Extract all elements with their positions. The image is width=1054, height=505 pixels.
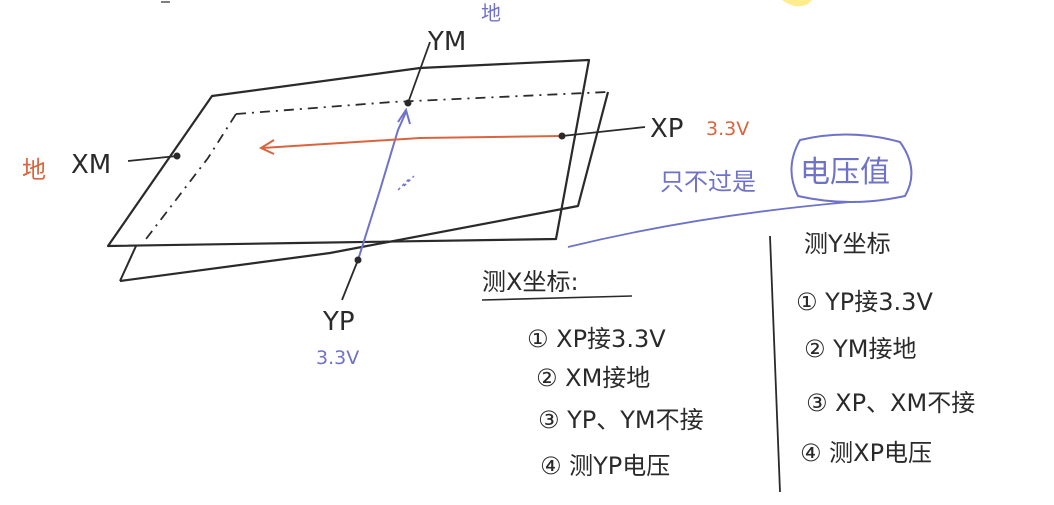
measure-x-title: 测X坐标: [482, 268, 579, 296]
callout-underline [567, 201, 851, 248]
xm-note: 地 [22, 156, 46, 184]
xp-label: XP [650, 114, 684, 144]
ym-contact [404, 99, 412, 107]
x-current-arrow [261, 135, 563, 149]
xp-contact [558, 132, 566, 140]
callout-prefix: 只不过是 [660, 168, 756, 196]
hidden-edge-left [145, 113, 237, 240]
ym-note: 地 [481, 1, 501, 25]
bottom-plate-left-edge [119, 245, 137, 282]
y-current-arrow [357, 111, 407, 261]
measure-y-title: 测Y坐标 [804, 230, 891, 258]
hidden-edge-top [235, 91, 608, 115]
xp-note: 3.3V [706, 118, 749, 140]
measure-x-step-2: ② XM接地 [536, 364, 650, 392]
y-current-arrowhead [397, 107, 411, 125]
bottom-plate [119, 91, 610, 283]
yp-note: 3.3V [316, 347, 359, 369]
measure-y-step-2: ② YM接地 [804, 335, 917, 363]
ym-label: YM [427, 27, 466, 57]
column-divider [769, 235, 781, 493]
x-current-arrowhead [258, 139, 275, 155]
callout-boxed: 电压值 [800, 155, 890, 190]
xp-wire [561, 126, 646, 137]
ym-wire [407, 41, 431, 104]
xm-contact [173, 152, 181, 160]
xm-wire [127, 155, 178, 162]
measure-x-step-1: ① XP接3.3V [527, 325, 666, 353]
yp-label: YP [322, 307, 355, 337]
callout-circle [790, 133, 913, 203]
probe-mark [397, 175, 415, 191]
measure-x-step-3: ③ YP、YM不接 [538, 406, 704, 434]
yp-contact [354, 256, 362, 264]
measure-y-step-4: ④ 测XP电压 [800, 439, 932, 467]
measure-x-step-4: ④ 测YP电压 [540, 452, 670, 480]
measure-x-underline [481, 295, 633, 301]
xm-label: XM [71, 150, 111, 180]
measure-y-step-3: ③ XP、XM不接 [806, 389, 975, 417]
yp-wire [341, 259, 359, 301]
measure-y-step-1: ① YP接3.3V [796, 288, 933, 316]
highlight-mark [782, 0, 812, 7]
